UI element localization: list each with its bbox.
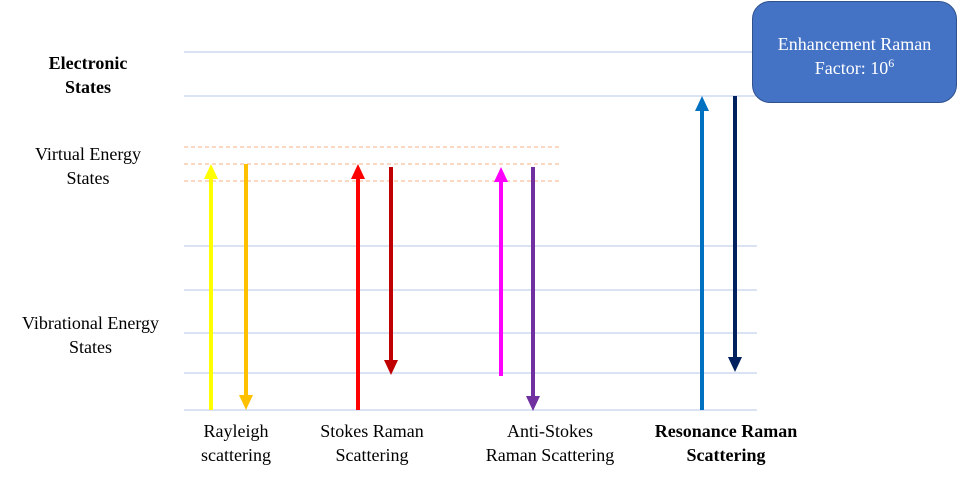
- stokes-excitation-arrow: [351, 164, 365, 410]
- vibrational-states-label: Vibrational Energy States: [8, 311, 173, 359]
- vibrational-states-label-line1: Vibrational Energy: [21, 313, 160, 333]
- virtual-states-label-line2: States: [66, 168, 110, 188]
- enhancement-line2: Factor: 106: [753, 56, 956, 80]
- electronic-states-label-line1: Electronic: [48, 53, 128, 73]
- rayleigh-caption-line1: Rayleigh: [203, 421, 269, 441]
- antistokes-emission-arrow: [526, 167, 540, 411]
- rayleigh-emission-arrow: [239, 164, 253, 410]
- stokes-caption-line1: Stokes Raman: [320, 421, 424, 441]
- enhancement-exponent: 6: [888, 56, 895, 70]
- vibrational-states-label-line2: States: [69, 337, 112, 357]
- stokes-caption: Stokes Raman Scattering: [302, 419, 442, 467]
- stokes-emission-arrow: [384, 167, 398, 375]
- rayleigh-caption-line2: scattering: [201, 445, 271, 465]
- antistokes-excitation-arrow: [494, 167, 508, 376]
- transition-arrows: [204, 96, 742, 411]
- antistokes-caption-line2: Raman Scattering: [485, 445, 615, 465]
- enhancement-line1: Enhancement Raman: [777, 34, 932, 54]
- antistokes-caption: Anti-Stokes Raman Scattering: [465, 419, 635, 467]
- enhancement-factor-prefix: Factor: 10: [814, 58, 889, 78]
- resonance-excitation-arrow: [695, 96, 709, 410]
- resonance-emission-arrow: [728, 96, 742, 372]
- resonance-caption-line1: Resonance Raman: [654, 421, 798, 441]
- virtual-states-label: Virtual Energy States: [18, 142, 158, 190]
- enhancement-factor-box: Enhancement Raman Factor: 106: [752, 1, 957, 103]
- virtual-states-label-line1: Virtual Energy: [34, 144, 142, 164]
- electronic-states-label-line2: States: [65, 77, 111, 97]
- energy-levels: [184, 51, 757, 411]
- rayleigh-excitation-arrow: [204, 164, 218, 410]
- resonance-caption-line2: Scattering: [686, 445, 766, 465]
- stokes-caption-line2: Scattering: [335, 445, 409, 465]
- electronic-states-label: Electronic States: [28, 51, 148, 99]
- rayleigh-caption: Rayleigh scattering: [176, 419, 296, 467]
- antistokes-caption-line1: Anti-Stokes: [506, 421, 593, 441]
- resonance-caption: Resonance Raman Scattering: [636, 419, 816, 467]
